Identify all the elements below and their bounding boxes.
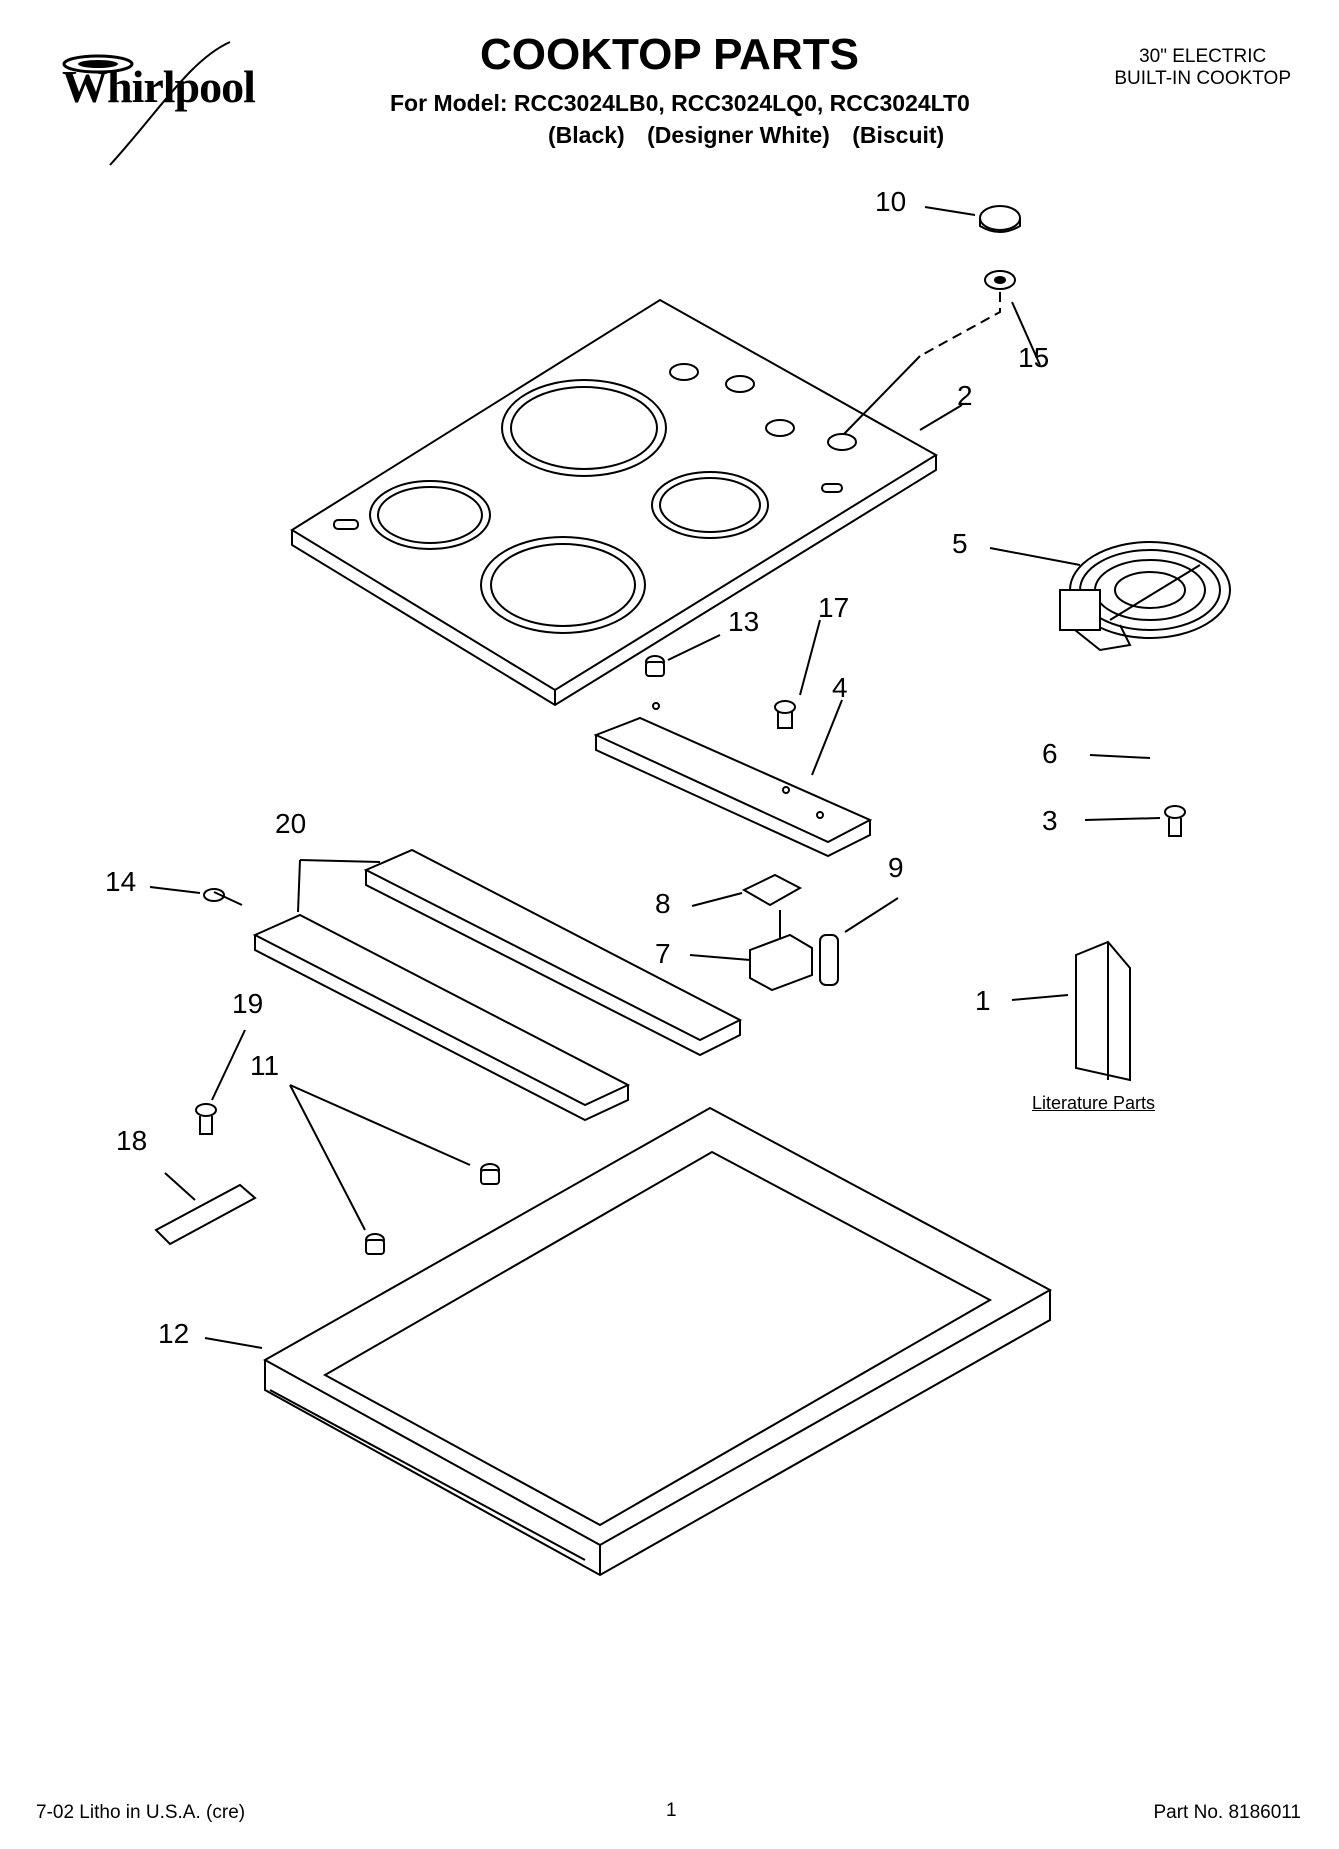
switch-plate	[741, 873, 803, 907]
grommet-11-b	[365, 1233, 385, 1255]
callout-8: 8	[655, 888, 671, 919]
switch	[749, 910, 813, 992]
screw-14	[203, 888, 243, 906]
screw-19	[195, 1103, 217, 1135]
callout-1: 1	[975, 985, 991, 1016]
cooktop-glass	[290, 298, 938, 707]
callout-14: 14	[105, 866, 137, 897]
front-bracket	[593, 702, 873, 858]
leader-lines	[149, 206, 1161, 1349]
page-number: 1	[666, 1800, 677, 1821]
callout-12: 12	[158, 1318, 190, 1349]
callout-2: 2	[957, 380, 973, 411]
variant-designer-white: (Designer White)	[647, 122, 830, 148]
variant-black: (Black)	[548, 122, 625, 148]
rail-bracket-upper	[363, 848, 743, 1057]
callout-11: 11	[250, 1050, 280, 1081]
control-knob	[979, 205, 1021, 233]
grommet-11-a	[480, 1163, 500, 1185]
callout-3: 3	[1042, 805, 1058, 836]
product-type-line1: 30" ELECTRIC	[1139, 46, 1267, 67]
rail-bracket-lower	[252, 913, 631, 1122]
callout-13: 13	[728, 606, 760, 637]
callout-15: 15	[1018, 342, 1050, 373]
callout-6: 6	[1042, 738, 1058, 769]
footer-litho: 7-02 Litho in U.S.A. (cre)	[36, 1802, 246, 1823]
color-variants: (Black) (Designer White) (Biscuit)	[548, 122, 960, 149]
product-type-line2: BUILT-IN COOKTOP	[1114, 68, 1291, 89]
callout-19: 19	[232, 988, 264, 1019]
callout-7: 7	[655, 938, 671, 969]
page-title: COOKTOP PARTS	[480, 30, 859, 79]
model-line: For Model: RCC3024LB0, RCC3024LQ0, RCC30…	[390, 90, 970, 116]
callout-9: 9	[888, 852, 904, 883]
callout-10: 10	[875, 186, 907, 217]
part-number: Part No. 8186011	[1153, 1802, 1301, 1823]
callout-5: 5	[952, 528, 968, 559]
screw-17	[774, 700, 796, 729]
callout-4: 4	[832, 672, 848, 703]
knob-washer	[984, 270, 1016, 290]
whirlpool-logo: Whirlpool	[62, 61, 256, 112]
grommet-13	[645, 655, 665, 677]
product-type: 30" ELECTRIC BUILT-IN COOKTOP	[1114, 46, 1291, 90]
literature-parts-booklet	[1075, 940, 1131, 1082]
literature-parts-label: Literature Parts	[1032, 1093, 1156, 1113]
screw-3	[1164, 805, 1186, 837]
pin-9	[819, 934, 839, 986]
hidden-helper	[920, 292, 1000, 356]
whirlpool-logo-swirl-icon	[62, 41, 231, 166]
callout-17: 17	[818, 592, 850, 623]
variant-biscuit: (Biscuit)	[852, 122, 945, 148]
callout-20: 20	[275, 808, 307, 839]
radiant-element	[1059, 541, 1231, 652]
small-bracket	[154, 1183, 257, 1246]
callout-18: 18	[116, 1125, 148, 1156]
cooktop-base-frame	[262, 1106, 1053, 1577]
